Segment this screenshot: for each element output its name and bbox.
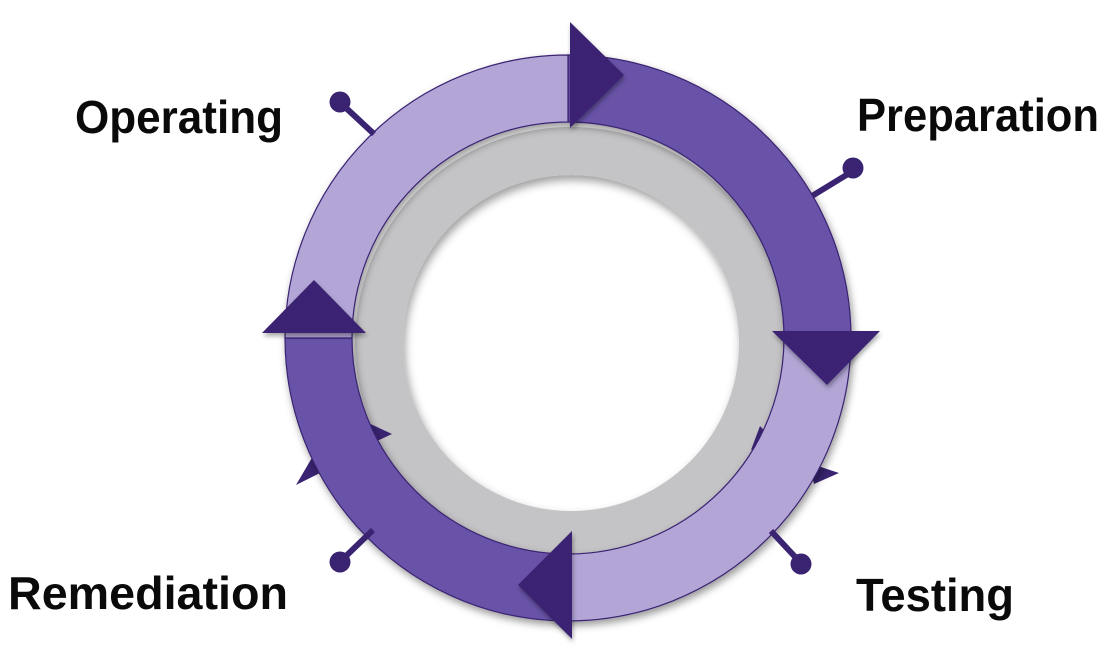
clockwise-arrowhead-right-icon [772, 331, 880, 385]
leader-dot-preparation [842, 157, 864, 179]
label-operating: Operating [75, 91, 283, 143]
leader-dot-remediation [329, 551, 351, 573]
leader-dot-operating [329, 91, 351, 113]
inner-gray-ring [355, 127, 787, 559]
leader-line-preparation [810, 171, 850, 199]
leader-line-testing [768, 528, 801, 563]
clockwise-arrowhead-left-icon [262, 280, 366, 333]
cycle-arrowheads [262, 22, 880, 639]
leader-line-remediation [343, 527, 376, 559]
clockwise-arrowhead-top-icon [570, 22, 624, 128]
label-preparation: Preparation [857, 89, 1099, 141]
cycle-ring [284, 54, 852, 622]
label-testing: Testing [856, 569, 1014, 621]
leader-dot-testing [790, 553, 812, 575]
label-remediation: Remediation [8, 567, 288, 619]
leader-line-operating [342, 104, 377, 137]
leaders [329, 91, 864, 575]
clockwise-arrowhead-bottom-icon [518, 531, 572, 639]
labels: Operating Preparation Remediation Testin… [8, 89, 1099, 621]
segment-operating [284, 54, 569, 339]
